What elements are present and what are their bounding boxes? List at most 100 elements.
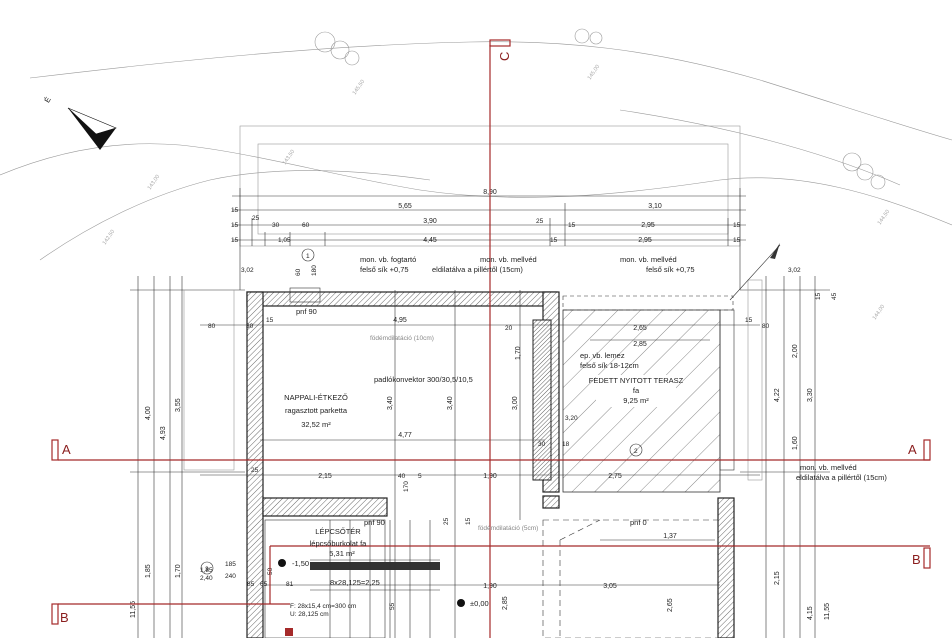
dim-top-3h: 15: [733, 237, 741, 244]
dim-int-11: 3,05: [603, 583, 617, 590]
section-axis-a: [51, 439, 931, 461]
dim-top-1a: 5,65: [398, 203, 412, 210]
contour-label: 142,50: [102, 229, 117, 246]
dim-left-1: 4,00: [145, 406, 152, 420]
dim-int-2: 4,77: [398, 432, 412, 439]
dim-left-4: 1,85: [145, 564, 152, 578]
dim-side-right: 3,02: [788, 267, 801, 274]
note-parapet-far-2: eldilatálva a pillértől (15cm): [796, 473, 887, 482]
leader-line: [729, 244, 781, 301]
dim-right-7: 2,15: [774, 571, 781, 585]
dim-small-10: 60: [295, 268, 302, 276]
note-terrace-slab-2: felső sík 18-12cm: [580, 361, 639, 370]
dim-small-25: 55: [389, 602, 396, 610]
dim-top-3d: 1,05: [278, 237, 291, 244]
section-axis-c: [489, 39, 511, 638]
dim-top-2b: 25: [252, 215, 260, 222]
dim-int-1: 4,95: [393, 317, 407, 324]
dim-top-3b: 30: [272, 222, 280, 229]
contour-label: 144,50: [877, 209, 892, 226]
marker-1: 1: [306, 253, 310, 260]
dim-small-22: 81: [286, 581, 294, 588]
note-stair-calc: 8x28,125=2,25: [330, 578, 380, 587]
tree-icon: [574, 28, 603, 45]
dim-small-2: 30: [246, 323, 254, 330]
dim-left-2: 4,93: [160, 426, 167, 440]
note-parapet-mid-1: mon. vb. mellvéd: [480, 255, 537, 264]
terrain-lines: [0, 41, 952, 261]
note-stair-formula-2: U: 28,125 cm: [290, 611, 329, 618]
marker-circle: [200, 561, 214, 575]
dim-top-3e: 4,45: [423, 237, 437, 244]
side-dimension-chains: [130, 276, 830, 638]
marker-3: 3: [205, 566, 209, 573]
note-slab-bottom: födémdilatáció (5cm): [478, 525, 538, 532]
dim-small-8: 30: [538, 441, 546, 448]
stair: [264, 519, 440, 638]
dim-int-5: 3,00: [512, 396, 519, 410]
room-terrace-name: FEDETT NYITOTT TERASZ: [589, 376, 684, 385]
dim-small-11: 180: [311, 265, 318, 276]
dim-side-left: 3,02: [241, 267, 254, 274]
dim-int-12: 2,75: [608, 473, 622, 480]
top-dimension-chains: [232, 188, 746, 290]
tree-icon: [314, 31, 360, 66]
note-window-2: pnf 90: [364, 518, 385, 527]
dim-top-2e: 15: [568, 222, 576, 229]
terrace-label-bg: [596, 375, 676, 407]
dim-small-15: 80: [762, 323, 770, 330]
interior-dimension-lines: [200, 290, 760, 638]
note-terrace-slab-1: ep. vb. lemez: [580, 351, 625, 360]
note-parapet-right-2: felső sík +0,75: [646, 265, 695, 274]
contour-label: 145,00: [587, 64, 602, 81]
room-stair-floor: lépcsőburkolat fa: [310, 539, 368, 548]
axis-label-a-left: A: [62, 442, 71, 457]
marker-circle: [629, 443, 643, 457]
dim-int-19: 2,85: [502, 596, 509, 610]
dim-left-6: 11,55: [130, 601, 137, 618]
dim-top-2d: 25: [536, 218, 544, 225]
note-parapet-far-1: mon. vb. mellvéd: [800, 463, 857, 472]
dim-small-7: 18: [562, 441, 570, 448]
axis-label-b-left: B: [60, 610, 69, 625]
arrow-icon: [770, 243, 780, 259]
note-window-1: pnf 90: [296, 307, 317, 316]
dim-small-12: 15: [745, 317, 753, 324]
dim-small-17: 185: [225, 561, 236, 568]
dim-small-24: 65: [260, 581, 268, 588]
room-stair-name: LÉPCSŐTÉR: [315, 527, 361, 536]
dim-int-6: 2,65: [633, 325, 647, 332]
dim-top-2c: 3,90: [423, 218, 437, 225]
upper-frame-inner: [257, 143, 729, 235]
dim-int-4: 3,40: [447, 396, 454, 410]
dim-right-2: 3,30: [807, 388, 814, 402]
note-parapet-mid-2: eldilatálva a pillértől (15cm): [432, 265, 523, 274]
walls: [246, 287, 735, 638]
dim-top-1b: 3,10: [648, 203, 662, 210]
dim-small-16: 240: [225, 573, 236, 580]
level-minus: -1,50: [292, 559, 309, 568]
dim-int-14: 1,37: [663, 533, 677, 540]
north-arrow-icon: [67, 107, 117, 150]
room-stair-area: 5,31 m²: [329, 549, 355, 558]
contour-label: 145,50: [352, 79, 367, 96]
dim-small-6: 5: [418, 473, 422, 480]
dim-right-3: 4,22: [774, 388, 781, 402]
contour-label: 144,00: [872, 304, 887, 321]
section-axis-b: [51, 545, 931, 625]
dim-int-8: 2,15: [318, 473, 332, 480]
dim-small-19: 25: [443, 517, 450, 525]
tree-icon: [842, 152, 886, 190]
room-living-area: 32,52 m²: [301, 420, 331, 429]
north-label: É: [42, 95, 52, 104]
room-living-name: NAPPALI-ÉTKEZŐ: [284, 393, 348, 402]
dim-right-4: 1,60: [792, 436, 799, 450]
note-convector: padlókonvektor 300/30,5/10,5: [374, 375, 473, 384]
dim-left-5: 1,70: [175, 564, 182, 578]
dim-top-3a: 15: [231, 237, 239, 244]
dim-small-3: 15: [266, 317, 274, 324]
dim-right-1: 2,00: [792, 344, 799, 358]
dim-top-2g: 15: [733, 222, 741, 229]
terrace-parapet: [562, 295, 734, 311]
dim-int-21: 1,85: [200, 567, 213, 574]
